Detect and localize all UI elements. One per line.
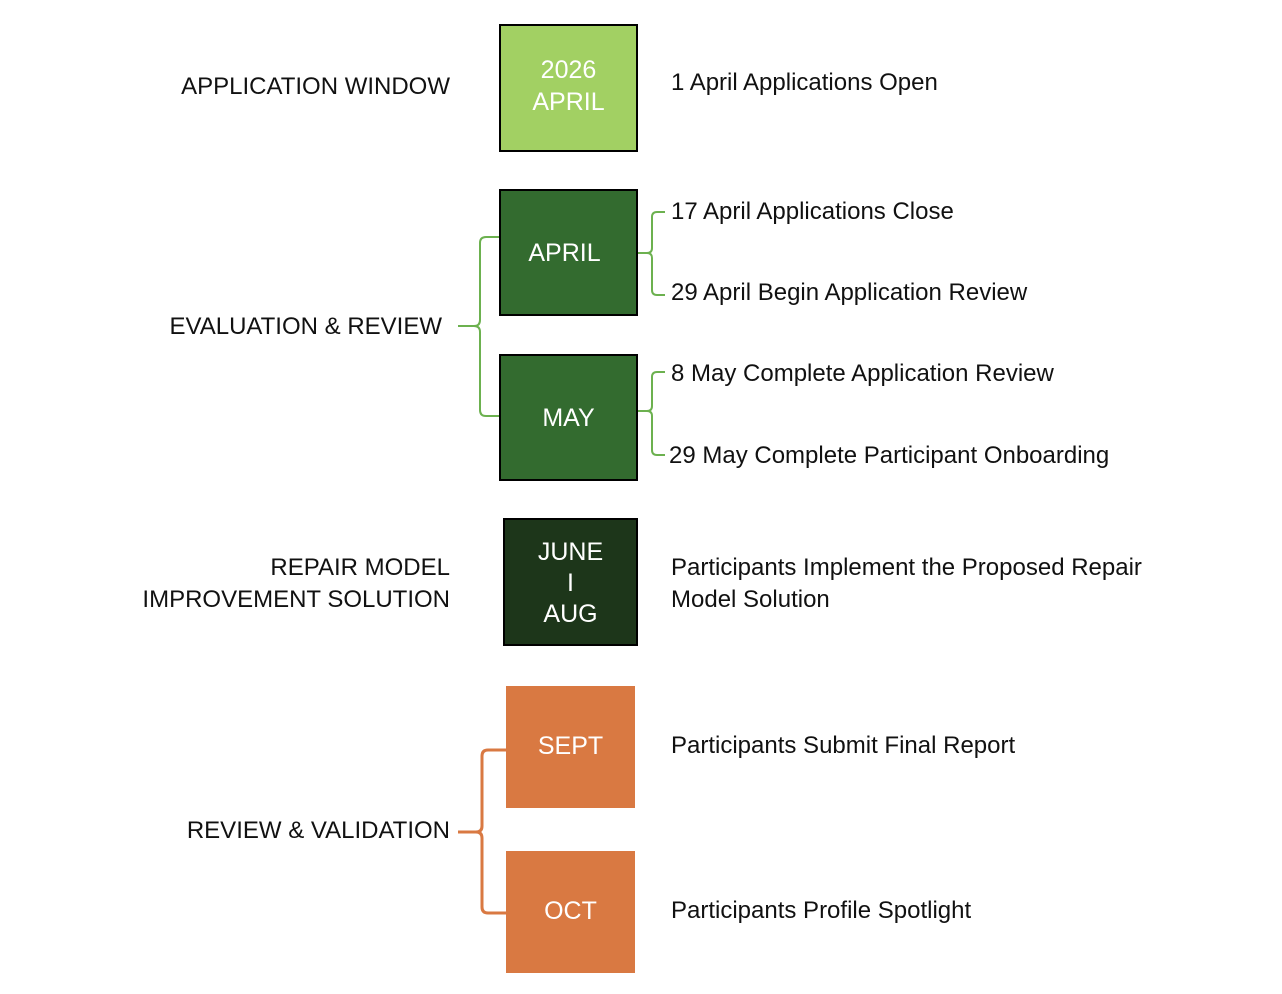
april-brace [638, 211, 665, 296]
month-box-june-aug: JUNE I AUG [503, 518, 638, 646]
event-implement-solution: Participants Implement the Proposed Repa… [671, 554, 1142, 613]
month-box-sept: SEPT [506, 686, 635, 808]
month-box-2026-april: 2026 APRIL [499, 24, 638, 152]
event-begin-application-review: 29 April Begin Application Review [671, 279, 1028, 306]
phase-label-application-window: APPLICATION WINDOW [181, 73, 450, 100]
event-complete-participant-onboarding: 29 May Complete Participant Onboarding [669, 442, 1110, 469]
event-submit-final-report: Participants Submit Final Report [671, 732, 1016, 759]
evaluation-brace [458, 236, 500, 417]
month-box-label: MAY [542, 403, 595, 432]
month-box-label: JUNE I AUG [537, 537, 604, 628]
validation-brace [458, 748, 506, 915]
may-brace [638, 371, 665, 456]
month-box-may: MAY [499, 354, 638, 481]
event-applications-open: 1 April Applications Open [671, 69, 938, 96]
event-complete-application-review: 8 May Complete Application Review [671, 360, 1054, 387]
event-applications-close: 17 April Applications Close [671, 198, 954, 225]
phase-label-repair-model: REPAIR MODEL IMPROVEMENT SOLUTION [142, 554, 450, 613]
event-profile-spotlight: Participants Profile Spotlight [671, 897, 972, 924]
month-box-label: SEPT [537, 732, 604, 760]
phase-label-evaluation-review: EVALUATION & REVIEW [169, 313, 443, 340]
month-box-oct: OCT [506, 851, 635, 973]
month-box-april: APRIL [499, 189, 638, 316]
phase-label-review-validation: REVIEW & VALIDATION [186, 817, 450, 844]
month-box-label: OCT [544, 897, 597, 925]
month-box-label: 2026 APRIL [532, 56, 605, 116]
month-box-label: APRIL [528, 238, 601, 267]
